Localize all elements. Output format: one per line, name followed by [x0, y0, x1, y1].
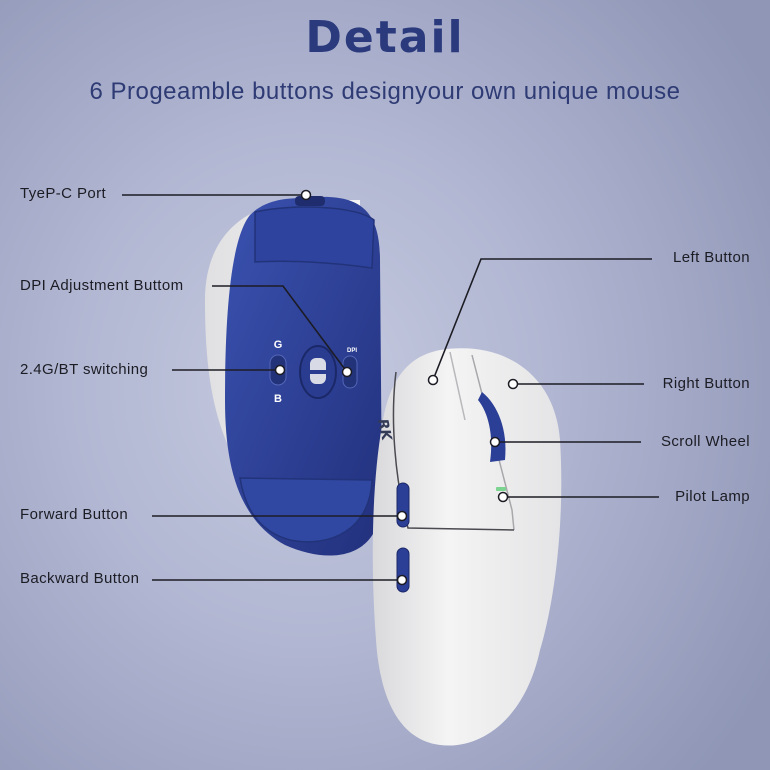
label-forward-button: Forward Button	[20, 506, 129, 523]
label-right-button: Right Button	[662, 375, 750, 392]
label-pilot-lamp: Pilot Lamp	[675, 488, 750, 505]
brand-mark: RK	[374, 418, 394, 444]
label-backward-button: Backward Button	[20, 570, 140, 587]
callout-dot-pilot-lamp	[497, 491, 509, 503]
label-scroll-wheel: Scroll Wheel	[661, 433, 750, 450]
callout-dot-right-button	[507, 378, 519, 390]
switch-label-g: G	[274, 339, 283, 351]
callout-dot-type-c	[300, 189, 312, 201]
callout-dot-dpi	[341, 366, 353, 378]
label-left-button: Left Button	[673, 249, 750, 266]
callout-dot-backward	[396, 574, 408, 586]
page-subtitle: 6 Progeamble buttons designyour own uniq…	[89, 78, 681, 105]
mouse-top-view: RK	[372, 348, 562, 746]
callout-dot-forward	[396, 510, 408, 522]
mouse-bottom-view: G B DPI	[205, 196, 382, 556]
callout-dot-scroll-wheel	[489, 436, 501, 448]
label-dpi-button: DPI Adjustment Buttom	[20, 277, 184, 294]
callout-dot-left-button	[427, 374, 439, 386]
callout-dot-switch	[274, 364, 286, 376]
label-mode-switch: 2.4G/BT switching	[20, 361, 149, 378]
label-type-c-port: TyeP-C Port	[20, 185, 107, 202]
switch-label-b: B	[274, 393, 282, 405]
dpi-label: DPI	[347, 348, 357, 354]
page-title: Detail	[305, 12, 465, 63]
